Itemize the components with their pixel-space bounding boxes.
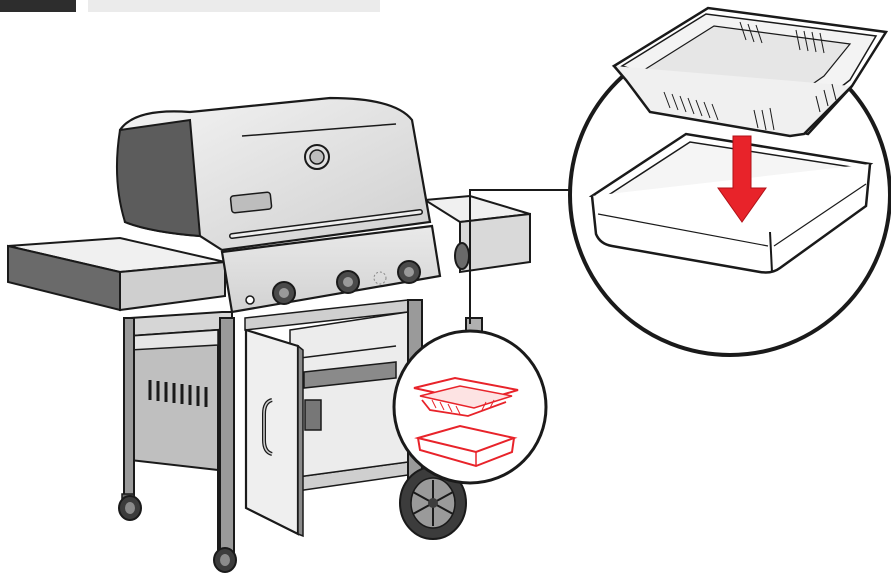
right-side-table xyxy=(425,196,530,272)
grill-lid xyxy=(117,98,430,250)
cabinet-door xyxy=(246,330,303,536)
small-callout-circle xyxy=(394,331,546,483)
caster-left-front xyxy=(119,494,141,520)
caster-right-front xyxy=(214,548,236,572)
left-side-table xyxy=(8,238,225,310)
